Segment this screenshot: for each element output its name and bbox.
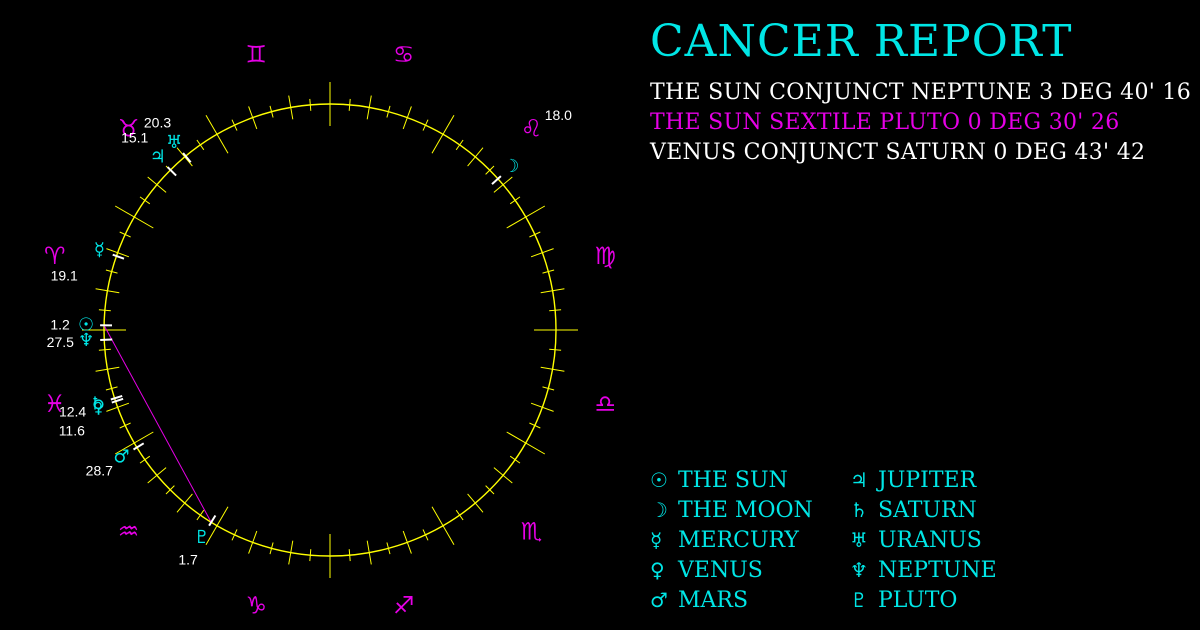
degree-labels: 1.2 20.3 1.7 28.7 12.4 27.5 19.1 15.1 18.0 11.6 — [47, 107, 572, 568]
legend-item-jupiter: ♃JUPITER — [850, 468, 977, 493]
neptune-icon: ♆ — [78, 330, 94, 351]
sign-leo-icon: ♌ — [521, 115, 543, 143]
aspect-line-3: VENUS CONJUNCT SATURN 0 DEG 43' 42 — [650, 140, 1146, 165]
sign-gemini-icon: ♊ — [245, 41, 267, 69]
zodiac-ring — [103, 103, 557, 557]
sign-aries-degree-label: 19.1 — [51, 268, 78, 284]
legend-item-uranus: ♅URANUS — [850, 528, 982, 553]
sun-icon: ☉ — [650, 468, 668, 492]
aspect-lines — [103, 325, 212, 523]
sign-pisces-icon: ♓ — [44, 390, 66, 418]
legend-item-neptune: ♆NEPTUNE — [850, 558, 997, 583]
moon-icon: ☽ — [503, 156, 519, 177]
planet-marker — [208, 514, 217, 527]
aspect-line-1: THE SUN CONJUNCT NEPTUNE 3 DEG 40' 16 — [650, 80, 1192, 105]
sign-taurus-icon: ♉ — [118, 115, 140, 143]
mars-icon: ♂ — [113, 446, 129, 467]
uranus-icon: ♅ — [166, 132, 182, 153]
legend-item-pluto: ♇PLUTO — [850, 588, 958, 613]
pluto-icon: ♇ — [850, 588, 868, 612]
legend-item-moon: ☽THE MOON — [650, 498, 813, 523]
sign-taurus-degree-label: 15.1 — [121, 129, 148, 145]
zodiac-signs: ♈ ♉ ♊ ♋ ♌ ♍ ♎ ♏ ♐ ♑ ♒ ♓ — [44, 41, 616, 620]
saturn-degree-label: 12.4 — [59, 404, 86, 420]
sign-scorpio-icon: ♏ — [521, 518, 543, 546]
sign-capricorn-icon: ♑ — [245, 591, 267, 619]
planet-marker — [111, 397, 124, 404]
sign-leo-degree-label: 18.0 — [545, 107, 572, 123]
sun-degree-label: 1.2 — [50, 316, 70, 332]
planet-marker — [110, 394, 123, 401]
legend-item-venus: ♀VENUS — [650, 558, 763, 583]
sun-icon: ☉ — [78, 314, 94, 335]
planet-marker — [166, 166, 177, 177]
pluto-degree-label: 1.7 — [178, 552, 198, 568]
planet-marker — [112, 253, 125, 260]
legend-item-mercury: ☿MERCURY — [650, 528, 799, 553]
planet-marker — [491, 175, 502, 185]
jupiter-icon: ♃ — [850, 468, 868, 492]
natal-chart-wheel: ♈ ♉ ♊ ♋ ♌ ♍ ♎ ♏ ♐ ♑ ♒ ♓ ☉ ☿ ♃♅ ☽ ♇ ♂ ♀♄ ♆ 1.2 20.3 1.7 28.7 12… — [44, 41, 616, 620]
sign-libra-icon: ♎ — [595, 390, 617, 418]
pluto-icon: ♇ — [194, 527, 210, 548]
sign-aries-icon: ♈ — [44, 242, 66, 270]
legend-item-saturn: ♄SATURN — [850, 498, 977, 523]
neptune-icon: ♆ — [850, 558, 868, 582]
planet-marker — [182, 152, 192, 163]
planet-glyphs: ☉ ☿ ♃♅ ☽ ♇ ♂ ♀♄ ♆ — [78, 132, 519, 548]
venus-icon: ♀ — [92, 397, 105, 418]
sign-aquarius-icon: ♒ — [118, 518, 140, 546]
sign-virgo-icon: ♍ — [595, 242, 617, 270]
uranus-icon: ♅ — [850, 528, 868, 552]
mars-icon: ♂ — [650, 588, 668, 612]
aspect-line-sun-pluto — [103, 325, 212, 523]
jupiter-icon: ♃ — [150, 147, 166, 168]
mercury-icon: ☿ — [94, 240, 105, 261]
planet-marker — [132, 442, 145, 451]
mercury-icon: ☿ — [650, 528, 663, 552]
moon-icon: ☽ — [650, 498, 668, 522]
sign-sagittarius-icon: ♐ — [393, 591, 415, 619]
saturn-icon: ♄ — [89, 393, 105, 414]
sign-pisces-degree-label: 11.6 — [59, 423, 85, 439]
neptune-degree-label: 27.5 — [47, 334, 74, 350]
saturn-icon: ♄ — [850, 498, 868, 522]
report-title: CANCER REPORT — [650, 16, 1073, 67]
sign-cancer-icon: ♋ — [393, 41, 415, 69]
aspect-line-2: THE SUN SEXTILE PLUTO 0 DEG 30' 26 — [650, 110, 1120, 135]
planet-markers — [100, 152, 502, 527]
mars-degree-label: 28.7 — [86, 462, 113, 478]
uranus-degree-label: 20.3 — [144, 114, 171, 130]
legend-item-sun: ☉THE SUN — [650, 468, 788, 493]
planet-marker — [100, 338, 113, 341]
legend-item-mars: ♂MARS — [650, 588, 749, 613]
venus-icon: ♀ — [650, 558, 665, 582]
